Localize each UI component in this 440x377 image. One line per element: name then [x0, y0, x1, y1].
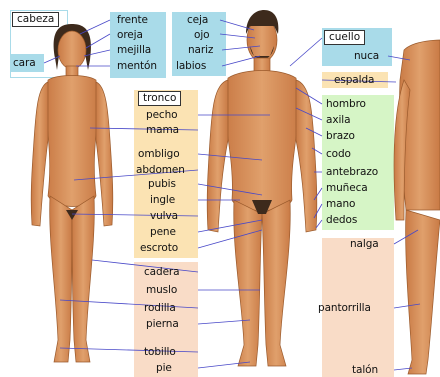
label-codo: codo [326, 148, 351, 161]
label-frente: frente [117, 14, 148, 27]
label-espalda: espalda [334, 74, 374, 87]
label-vulva: vulva [150, 210, 178, 223]
label-pie: pie [156, 362, 172, 375]
head-title: cabeza [12, 12, 59, 27]
label-labios: labios [176, 60, 206, 73]
label-dedos: dedos [326, 214, 357, 227]
label-ojo: ojo [194, 29, 209, 42]
label-ingle: ingle [150, 194, 175, 207]
label-hombro: hombro [326, 98, 366, 111]
label-muneca: muñeca [326, 182, 368, 195]
label-nariz: nariz [188, 44, 213, 57]
label-escroto: escroto [140, 242, 178, 255]
male-torso [224, 71, 300, 211]
female-torso [46, 76, 98, 207]
label-abdomen: abdomen [136, 164, 185, 177]
label-tobillo: tobillo [144, 346, 176, 359]
label-ceja: ceja [187, 14, 208, 27]
back-figure [394, 40, 440, 374]
label-mejilla: mejilla [117, 44, 151, 57]
label-nalga: nalga [350, 238, 379, 251]
female-right-leg [72, 196, 94, 362]
female-figure [31, 24, 113, 362]
label-pene: pene [150, 226, 176, 239]
label-axila: axila [326, 114, 350, 127]
label-menton: mentón [117, 60, 157, 73]
female-right-arm [96, 82, 113, 226]
female-head [58, 31, 86, 69]
label-pubis: pubis [148, 178, 176, 191]
label-cadera: cadera [144, 266, 179, 279]
label-ombligo: ombligo [138, 148, 180, 161]
label-rodilla: rodilla [144, 302, 176, 315]
label-talon: talón [352, 364, 378, 377]
male-right-arm [296, 80, 317, 232]
label-mama: mama [146, 124, 179, 137]
male-neck [254, 58, 270, 72]
neck-title: cuello [324, 30, 365, 45]
label-muslo: muslo [146, 284, 177, 297]
label-antebrazo: antebrazo [326, 166, 378, 179]
label-oreja: oreja [117, 29, 143, 42]
label-cara: cara [13, 57, 36, 70]
label-nuca: nuca [354, 50, 379, 63]
label-pecho: pecho [146, 109, 177, 122]
label-brazo: brazo [326, 130, 355, 143]
trunk-title: tronco [138, 91, 181, 106]
label-pantorrilla: pantorrilla [318, 302, 371, 315]
female-left-leg [50, 196, 72, 362]
label-mano: mano [326, 198, 355, 211]
female-left-arm [31, 82, 48, 226]
label-pierna: pierna [146, 318, 179, 331]
male-right-leg [262, 200, 290, 366]
